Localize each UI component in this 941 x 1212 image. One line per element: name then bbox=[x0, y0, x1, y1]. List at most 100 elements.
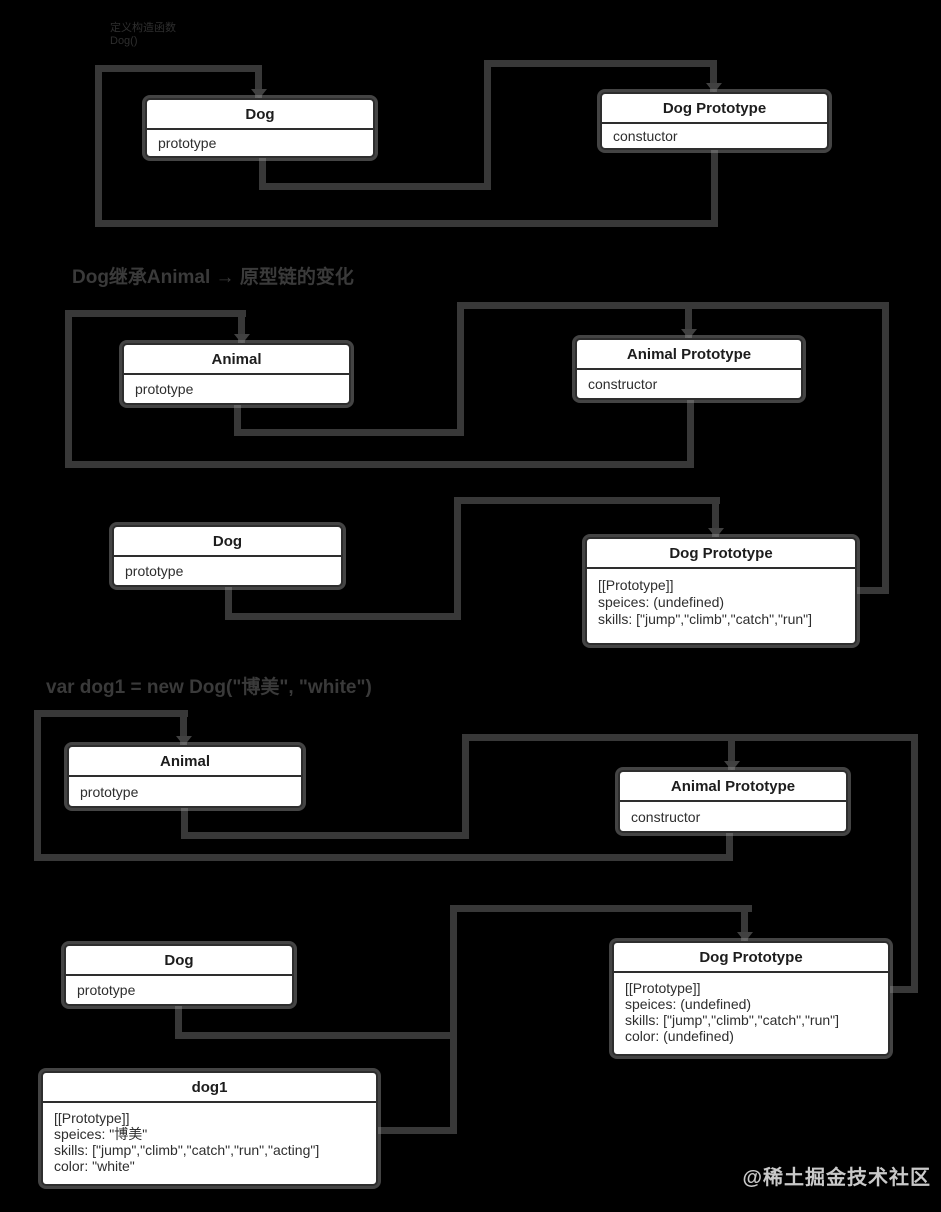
box-s1-dog-prototype: Dog Prototype constuctor bbox=[600, 92, 829, 150]
connector-line bbox=[65, 310, 246, 317]
connector-line bbox=[255, 65, 262, 98]
box-field: prototype bbox=[77, 982, 136, 998]
box-s2-animal: Animal prototype bbox=[122, 343, 351, 405]
connector-line bbox=[855, 587, 889, 594]
connector-line bbox=[687, 398, 694, 468]
arrow-down-icon bbox=[234, 334, 250, 344]
box-field: skills: ["jump","climb","catch","run","a… bbox=[54, 1142, 320, 1158]
box-title: Dog Prototype bbox=[587, 539, 855, 569]
connector-line bbox=[450, 905, 752, 912]
box-s3-animal-prototype: Animal Prototype constructor bbox=[618, 770, 848, 833]
connector-line bbox=[234, 429, 464, 436]
connector-line bbox=[34, 710, 188, 717]
connector-line bbox=[225, 585, 232, 620]
connector-line bbox=[225, 613, 461, 620]
connector-line bbox=[741, 908, 748, 941]
connector-line bbox=[484, 60, 717, 67]
box-title: Dog Prototype bbox=[602, 94, 827, 124]
box-s3-dog: Dog prototype bbox=[64, 944, 294, 1006]
box-title: Dog bbox=[66, 946, 292, 976]
connector-line bbox=[711, 150, 718, 227]
arrow-down-icon bbox=[708, 528, 724, 538]
connector-line bbox=[728, 737, 735, 770]
connector-line bbox=[259, 183, 491, 190]
connector-line bbox=[454, 497, 720, 504]
box-field: skills: ["jump","climb","catch","run"] bbox=[598, 611, 813, 627]
connector-line bbox=[65, 310, 72, 468]
connector-line bbox=[450, 905, 457, 1134]
arrow-down-icon bbox=[176, 736, 192, 746]
box-field: constructor bbox=[588, 376, 658, 392]
connector-line bbox=[234, 400, 241, 436]
connector-line bbox=[685, 305, 692, 338]
box-title: Animal bbox=[69, 747, 301, 777]
section-1-heading: 定义构造函数 Dog() bbox=[110, 22, 176, 48]
box-s2-dog-prototype: Dog Prototype [[Prototype]] speices: (un… bbox=[585, 537, 857, 645]
connector-line bbox=[65, 461, 694, 468]
section-3-heading: var dog1 = new Dog("博美", "white") bbox=[46, 677, 372, 698]
box-title: Animal Prototype bbox=[577, 340, 801, 370]
connector-line bbox=[34, 710, 41, 861]
connector-line bbox=[726, 831, 733, 861]
arrow-down-icon bbox=[706, 83, 722, 93]
connector-line bbox=[484, 60, 491, 190]
box-field: speices: "博美" bbox=[54, 1126, 148, 1142]
box-s2-animal-prototype: Animal Prototype constructor bbox=[575, 338, 803, 400]
connector-line bbox=[175, 1032, 457, 1039]
connector-line bbox=[238, 313, 245, 343]
box-field: [[Prototype]] bbox=[625, 980, 701, 996]
box-title: dog1 bbox=[43, 1073, 376, 1103]
box-field: color: "white" bbox=[54, 1158, 135, 1174]
box-s3-dog-prototype: Dog Prototype [[Prototype]] speices: (un… bbox=[612, 941, 890, 1056]
box-field: prototype bbox=[158, 135, 217, 151]
connector-line bbox=[457, 302, 464, 436]
section-1-heading-line-2: Dog() bbox=[110, 35, 138, 47]
watermark: @稀土掘金技术社区 bbox=[742, 1167, 931, 1189]
section-2-heading: Dog继承Animal → 原型链的变化 bbox=[72, 267, 354, 288]
connector-line bbox=[180, 713, 187, 745]
connector-line bbox=[454, 497, 461, 620]
connector-line bbox=[181, 805, 188, 839]
connector-line bbox=[887, 986, 918, 993]
box-field: prototype bbox=[125, 563, 184, 579]
connector-line bbox=[457, 302, 889, 309]
connector-line bbox=[462, 734, 469, 839]
box-field: skills: ["jump","climb","catch","run"] bbox=[625, 1012, 840, 1028]
connector-line bbox=[882, 302, 889, 594]
connector-line bbox=[259, 156, 266, 190]
arrow-down-icon bbox=[251, 89, 267, 99]
box-s2-dog: Dog prototype bbox=[112, 525, 343, 587]
connector-line bbox=[95, 65, 102, 227]
box-field: [[Prototype]] bbox=[54, 1110, 130, 1126]
arrow-down-icon bbox=[681, 329, 697, 339]
box-title: Dog bbox=[147, 100, 373, 130]
box-s3-animal: Animal prototype bbox=[67, 745, 303, 808]
box-field: speices: (undefined) bbox=[598, 594, 725, 610]
box-s1-dog: Dog prototype bbox=[145, 98, 375, 158]
connector-line bbox=[378, 1127, 457, 1134]
box-title: Animal bbox=[124, 345, 349, 375]
arrow-down-icon bbox=[737, 932, 753, 942]
connector-line bbox=[175, 1004, 182, 1039]
box-title: Dog bbox=[114, 527, 341, 557]
connector-line bbox=[181, 832, 469, 839]
box-title: Animal Prototype bbox=[620, 772, 846, 802]
box-field: color: (undefined) bbox=[625, 1028, 734, 1044]
box-field: prototype bbox=[80, 783, 139, 800]
box-field: speices: (undefined) bbox=[625, 996, 752, 1012]
box-field: prototype bbox=[135, 381, 194, 397]
box-field: constuctor bbox=[613, 128, 678, 144]
box-title: Dog Prototype bbox=[614, 943, 888, 973]
box-s3-dog1: dog1 [[Prototype]] speices: "博美" skills:… bbox=[41, 1071, 378, 1186]
section-1-heading-line-1: 定义构造函数 bbox=[110, 22, 176, 34]
connector-line bbox=[95, 65, 262, 72]
connector-line bbox=[710, 60, 717, 92]
connector-line bbox=[911, 734, 918, 993]
connector-line bbox=[462, 734, 918, 741]
connector-line bbox=[95, 220, 718, 227]
connector-line bbox=[712, 500, 719, 537]
connector-line bbox=[34, 854, 733, 861]
box-field: [[Prototype]] bbox=[598, 577, 674, 593]
box-field: constructor bbox=[631, 808, 701, 825]
